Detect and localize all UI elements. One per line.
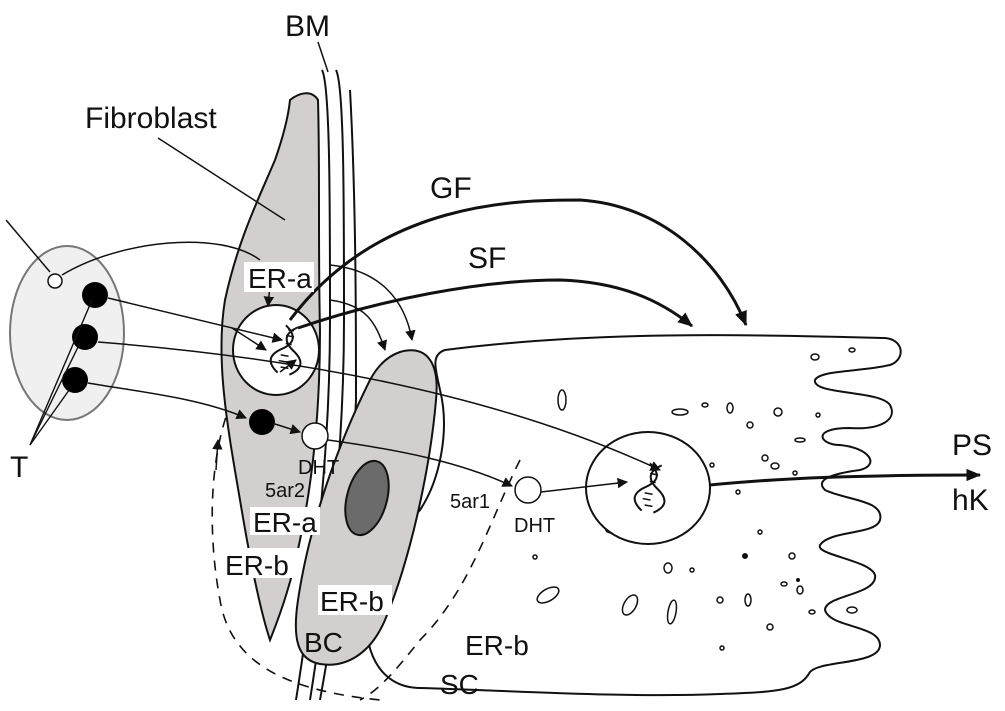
label-er-a-low: ER-a <box>253 507 317 538</box>
label-dht-right: DHT <box>514 515 555 537</box>
label-5ar2: 5ar2 <box>265 480 305 502</box>
dht-molecule-right <box>515 477 541 503</box>
t-molecule <box>249 409 275 435</box>
label-fibroblast: Fibroblast <box>85 102 217 135</box>
label-hk: hK <box>952 484 989 517</box>
label-er-b-sc: ER-b <box>465 630 529 661</box>
fibroblast-nucleus <box>233 305 319 395</box>
dht-molecule-left <box>302 423 328 449</box>
label-t: T <box>10 451 28 484</box>
label-er-b-fibroblast: ER-b <box>225 550 289 581</box>
label-ps: PS <box>952 429 992 462</box>
label-sc: SC <box>440 669 479 700</box>
label-gf: GF <box>430 172 472 205</box>
label-sf: SF <box>468 242 506 275</box>
label-er-a-top: ER-a <box>248 263 312 294</box>
label-dht-left: DHT <box>298 457 339 479</box>
bm-pointer <box>318 42 328 72</box>
label-bc: BC <box>304 627 343 658</box>
label-bm: BM <box>285 10 330 43</box>
small-molecule-circle <box>48 274 62 288</box>
squamous-nucleus <box>586 432 710 544</box>
label-5ar1: 5ar1 <box>450 491 490 513</box>
t-molecule <box>82 282 108 308</box>
label-er-b-bc: ER-b <box>320 586 384 617</box>
